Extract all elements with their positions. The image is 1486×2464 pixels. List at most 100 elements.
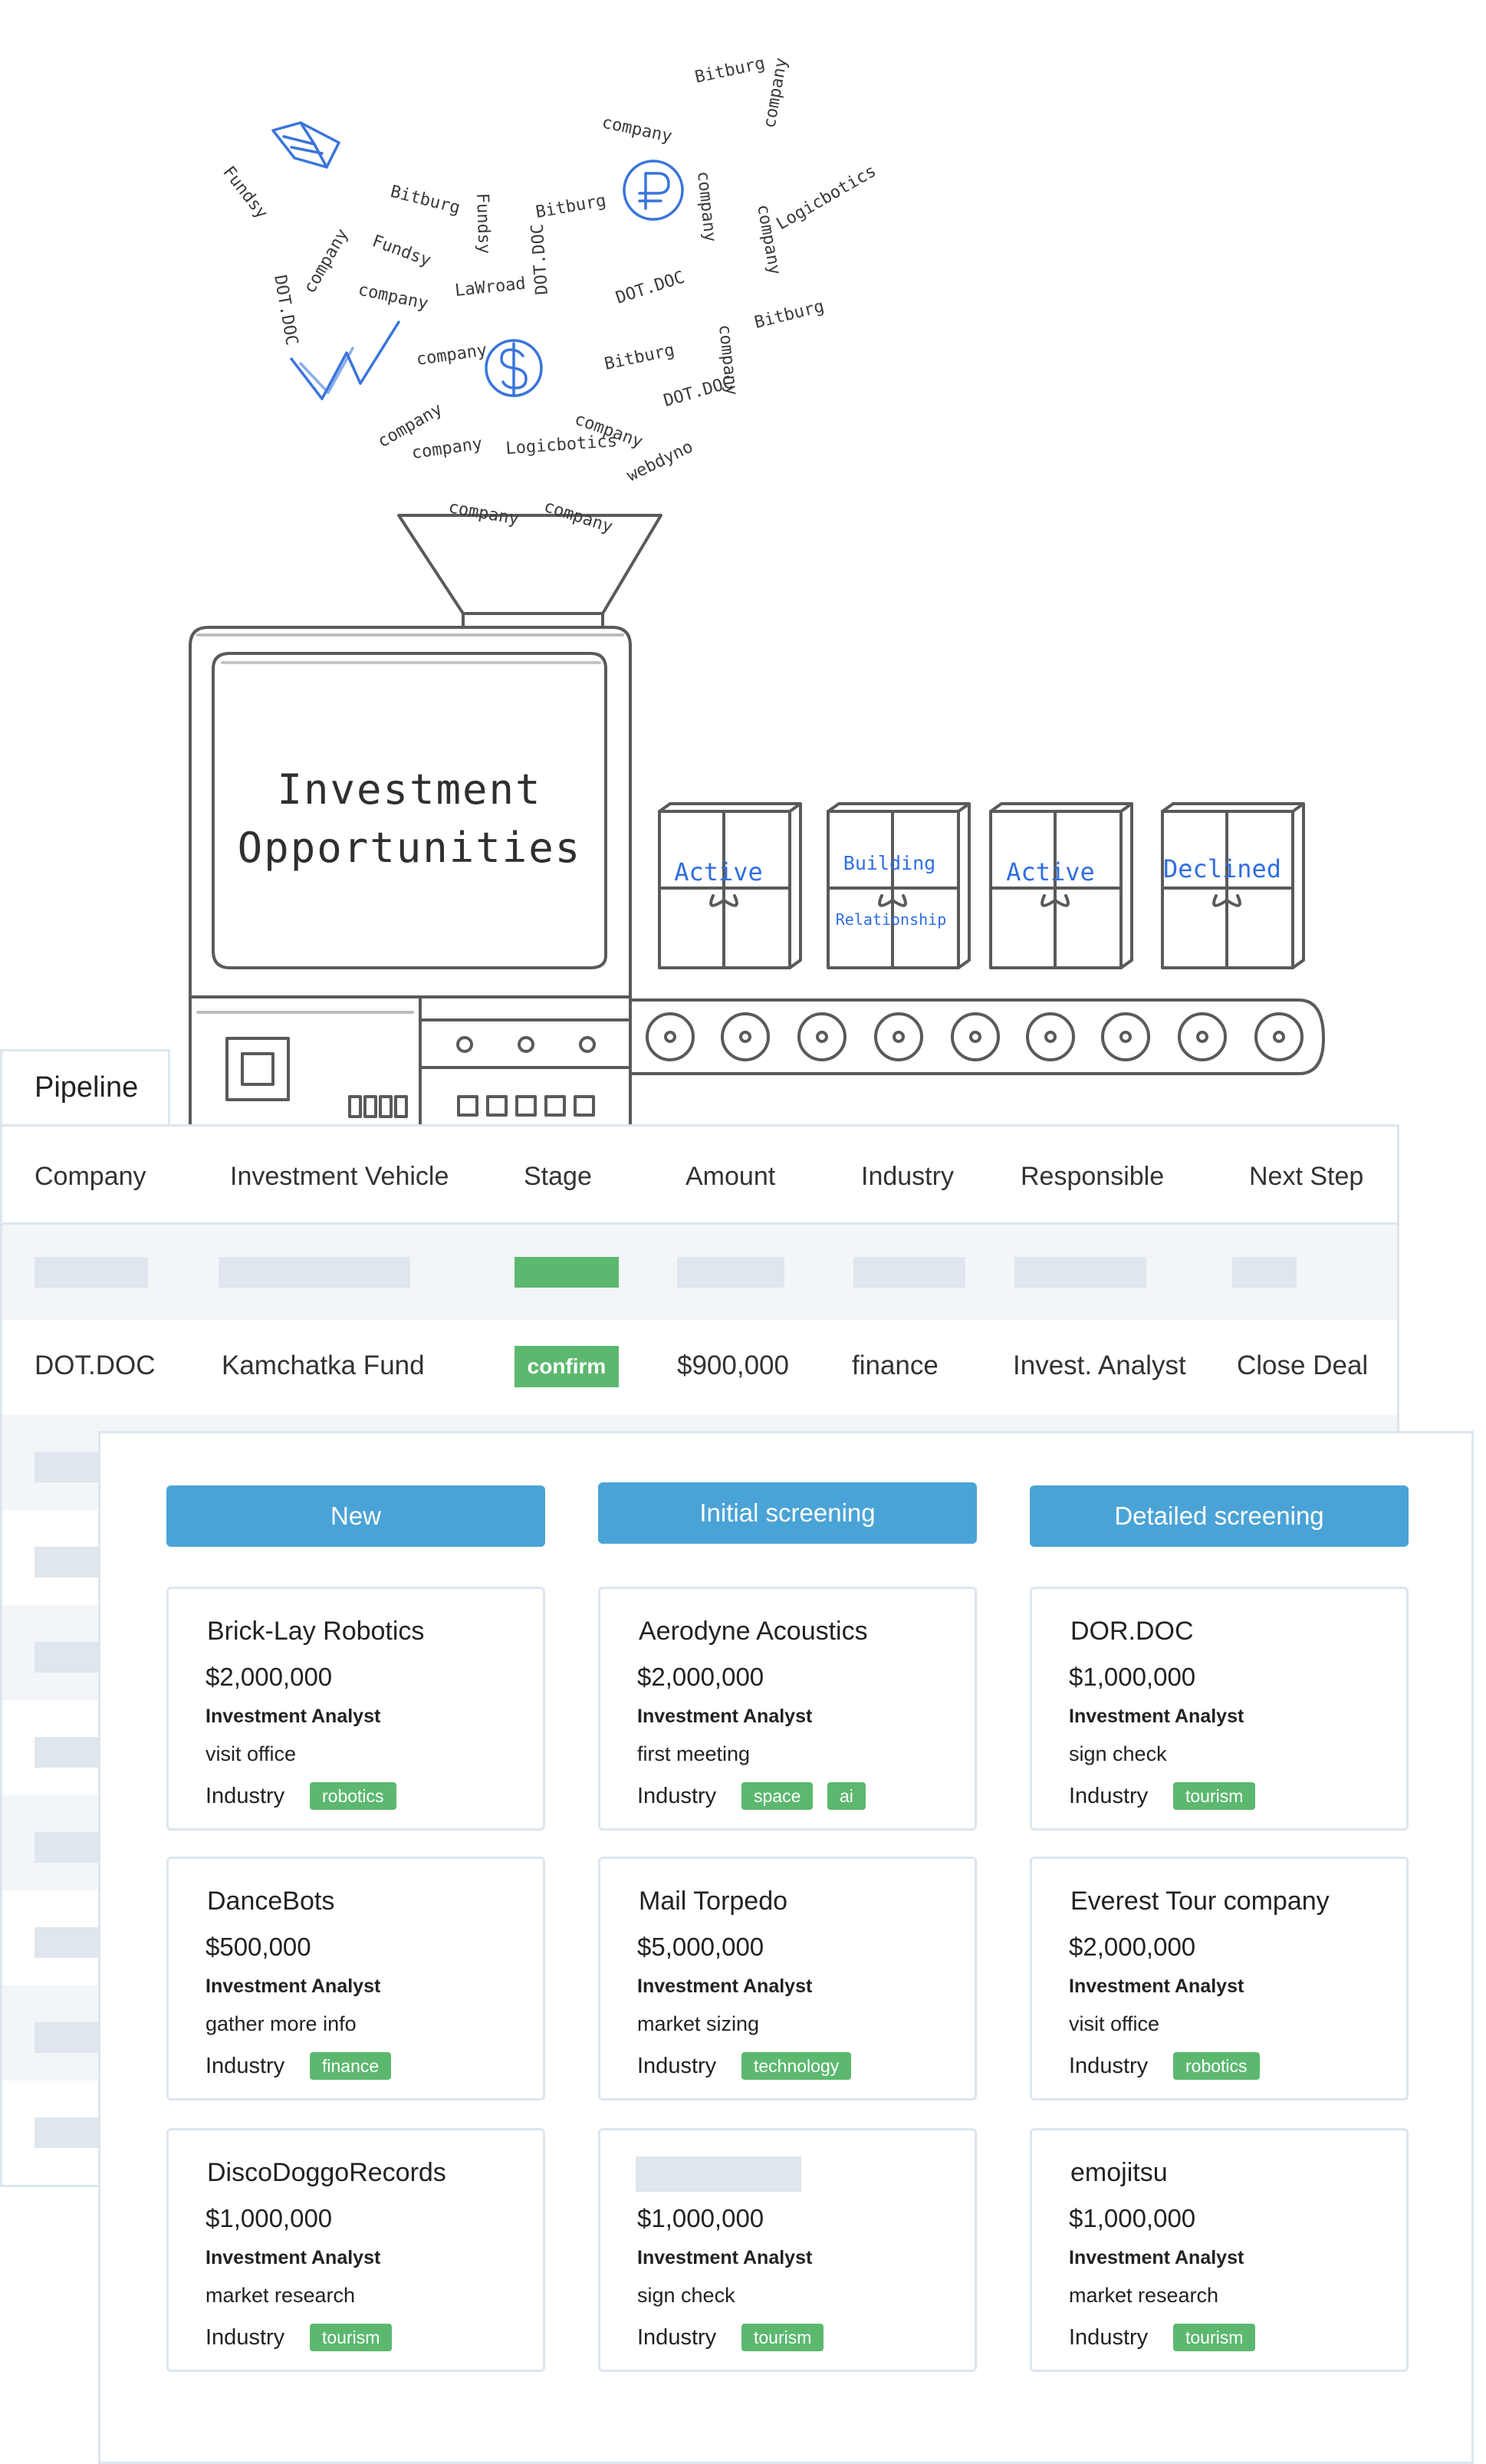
industry-tag[interactable]: finance bbox=[310, 2052, 392, 2080]
deal-card-company-skeleton bbox=[636, 2156, 801, 2192]
table-row-placeholder[interactable] bbox=[2, 1225, 1397, 1320]
floating-word: Fundsy bbox=[472, 192, 494, 254]
stage-badge[interactable]: confirm bbox=[515, 1346, 619, 1387]
deal-card-company: Mail Torpedo bbox=[639, 1887, 788, 1916]
floating-word: LaWroad bbox=[454, 274, 527, 301]
cell-next-step: Close Deal bbox=[1237, 1350, 1369, 1380]
floating-word: company bbox=[410, 434, 483, 463]
machine-sketch: Investment Opportunities Active Building… bbox=[189, 54, 1325, 1127]
floating-word: DOT.DOC bbox=[270, 274, 301, 347]
box-label-relationship: Relationship bbox=[836, 910, 947, 929]
column-header-new[interactable]: New bbox=[166, 1485, 545, 1547]
skeleton-cell bbox=[219, 1257, 410, 1288]
industry-tag[interactable]: space bbox=[741, 1782, 814, 1810]
tab-pipeline[interactable]: Pipeline bbox=[0, 1049, 170, 1128]
deal-card-company: emojitsu bbox=[1070, 2158, 1168, 2187]
deal-card-amount: $1,000,000 bbox=[1069, 1663, 1196, 1691]
deal-card-industry-label: Industry bbox=[1069, 2054, 1149, 2078]
deal-card-industry-label: Industry bbox=[637, 2054, 717, 2078]
deal-card-company: Everest Tour company bbox=[1070, 1887, 1330, 1916]
deal-card-company: Aerodyne Acoustics bbox=[639, 1617, 868, 1646]
chart-doodle-icon bbox=[290, 321, 400, 400]
deal-card-company: Brick-Lay Robotics bbox=[207, 1617, 425, 1646]
industry-tag[interactable]: robotics bbox=[310, 1782, 396, 1810]
floating-word: Bitburg bbox=[534, 191, 608, 222]
industry-tag[interactable]: tourism bbox=[1173, 1782, 1256, 1810]
tab-pipeline-label: Pipeline bbox=[35, 1071, 139, 1104]
deal-card-amount: $1,000,000 bbox=[205, 2204, 333, 2232]
deal-card-amount: $2,000,000 bbox=[205, 1663, 333, 1691]
industry-tag[interactable]: robotics bbox=[1173, 2052, 1260, 2080]
industry-tag[interactable]: technology bbox=[741, 2052, 852, 2080]
floating-word: Bitburg bbox=[693, 54, 767, 87]
cell-amount: $900,000 bbox=[677, 1350, 789, 1380]
deal-card-responsible: Investment Analyst bbox=[1069, 2247, 1244, 2268]
floating-words: BitburgcompanycompanyFundsyDOT.DOCBitbur… bbox=[219, 54, 879, 537]
skeleton-cell bbox=[1232, 1257, 1297, 1288]
column-header-detailed-screening[interactable]: Detailed screening bbox=[1030, 1485, 1409, 1547]
deal-card-industry-label: Industry bbox=[637, 1784, 717, 1808]
floating-word: DOT.DOC bbox=[613, 268, 687, 308]
box-label-active-1: Active bbox=[674, 857, 763, 887]
deal-card-next-step: market sizing bbox=[637, 2012, 760, 2035]
deal-card-next-step: market research bbox=[205, 2284, 356, 2307]
cell-company[interactable]: DOT.DOC bbox=[35, 1350, 156, 1380]
deal-card-industry-label: Industry bbox=[205, 2325, 285, 2350]
skeleton-cell bbox=[35, 1257, 148, 1288]
floating-word: Logicbotics bbox=[774, 162, 880, 235]
column-header-industry[interactable]: Industry bbox=[861, 1162, 954, 1191]
column-header-stage[interactable]: Stage bbox=[524, 1162, 592, 1191]
deal-card-next-step: first meeting bbox=[637, 1742, 751, 1765]
industry-tag[interactable]: tourism bbox=[1173, 2324, 1256, 2351]
floating-word: company bbox=[447, 498, 521, 529]
floating-word: DOT.DOC bbox=[662, 373, 735, 411]
table-row[interactable]: DOT.DOC Kamchatka Fund confirm $900,000 … bbox=[2, 1320, 1397, 1415]
column-header-next-step[interactable]: Next Step bbox=[1249, 1162, 1364, 1191]
money-stack-icon bbox=[271, 121, 340, 169]
machine-illustration: Investment Opportunities Active Building… bbox=[0, 0, 1486, 1127]
column-header-initial-screening[interactable]: Initial screening bbox=[598, 1482, 977, 1544]
skeleton-cell bbox=[1014, 1257, 1146, 1288]
deal-card-responsible: Investment Analyst bbox=[1069, 1975, 1244, 1997]
deal-card-amount: $2,000,000 bbox=[1069, 1933, 1196, 1961]
box-label-declined: Declined bbox=[1163, 854, 1281, 883]
deal-card-industry-label: Industry bbox=[205, 2054, 285, 2078]
industry-tag[interactable]: ai bbox=[827, 1782, 866, 1810]
floating-word: Fundsy bbox=[370, 232, 433, 271]
deal-card-amount: $5,000,000 bbox=[637, 1933, 764, 1961]
column-header-amount[interactable]: Amount bbox=[685, 1162, 776, 1191]
deal-card-company: DiscoDoggoRecords bbox=[207, 2158, 446, 2187]
column-header-investment-vehicle[interactable]: Investment Vehicle bbox=[230, 1162, 449, 1191]
floating-word: Bitburg bbox=[752, 297, 826, 333]
deal-card-responsible: Investment Analyst bbox=[637, 1706, 813, 1727]
deal-card-industry-label: Industry bbox=[637, 2325, 717, 2350]
screen-title-line1: Investment bbox=[277, 765, 541, 814]
box-label-building: Building bbox=[843, 852, 935, 874]
deal-card-next-step: gather more info bbox=[205, 2012, 357, 2035]
deal-card-responsible: Investment Analyst bbox=[637, 1975, 813, 1997]
floating-word: Bitburg bbox=[389, 183, 462, 219]
deal-card-amount: $1,000,000 bbox=[1069, 2204, 1196, 2232]
deal-card-responsible: Investment Analyst bbox=[1069, 1706, 1244, 1727]
cell-industry: finance bbox=[852, 1350, 939, 1380]
industry-tag[interactable]: tourism bbox=[310, 2324, 393, 2351]
deal-card-amount: $1,000,000 bbox=[637, 2204, 764, 2232]
skeleton-cell bbox=[677, 1257, 784, 1288]
deal-card-next-step: market research bbox=[1069, 2284, 1219, 2307]
column-header-responsible[interactable]: Responsible bbox=[1021, 1162, 1165, 1191]
deal-card-responsible: Investment Analyst bbox=[205, 2247, 381, 2268]
floating-word: Bitburg bbox=[603, 340, 676, 374]
column-header-company[interactable]: Company bbox=[35, 1162, 146, 1191]
deal-card-industry-label: Industry bbox=[1069, 1784, 1149, 1808]
industry-tag[interactable]: tourism bbox=[741, 2324, 824, 2351]
